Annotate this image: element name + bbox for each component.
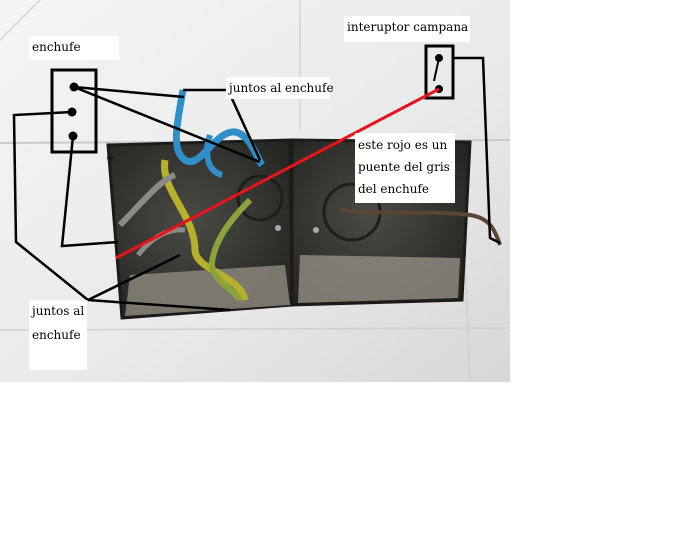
label-bridge-note (355, 133, 455, 203)
label-juntos-bottom-line1: juntos al (32, 304, 85, 318)
label-bridge-note-line1: este rojo es un (358, 138, 448, 152)
label-juntos-al-enchufe-bottom (29, 300, 87, 370)
label-bridge-note-line2: puente del gris (358, 160, 450, 174)
label-juntos-bottom-line2: enchufe (32, 328, 81, 342)
label-enchufe: enchufe (29, 36, 119, 60)
label-bridge-note-line3: del enchufe (358, 182, 429, 196)
label-juntos-al-enchufe-top: juntos al enchufe (226, 77, 334, 99)
label-interruptor-campana: interuptor campana (344, 16, 470, 42)
